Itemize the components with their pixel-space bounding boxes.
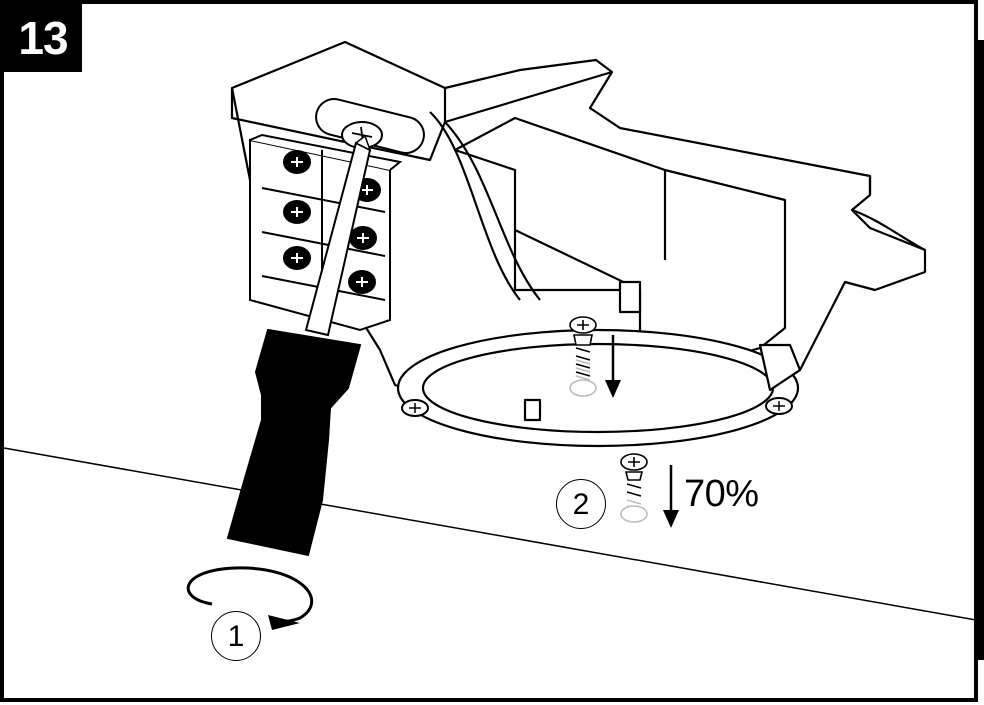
frame-edge-right <box>976 40 984 660</box>
screw-ghost-lower <box>620 499 648 523</box>
down-arrow-icon <box>605 335 621 398</box>
ring-screw-right <box>765 397 793 415</box>
ceiling-line <box>3 447 977 621</box>
callout-2: 2 <box>556 479 606 529</box>
callout-1: 1 <box>211 611 261 661</box>
screw-ghost <box>569 359 597 397</box>
ring-screw-left <box>401 399 429 417</box>
screw-icon-lower <box>620 453 648 497</box>
screwdriver-icon <box>226 134 372 557</box>
percent-label: 70% <box>684 473 759 515</box>
screw-icon <box>569 316 597 377</box>
step-number-badge: 13 <box>4 4 82 72</box>
down-arrow-icon-lower <box>663 465 679 528</box>
rotation-arrow-icon <box>186 566 313 630</box>
